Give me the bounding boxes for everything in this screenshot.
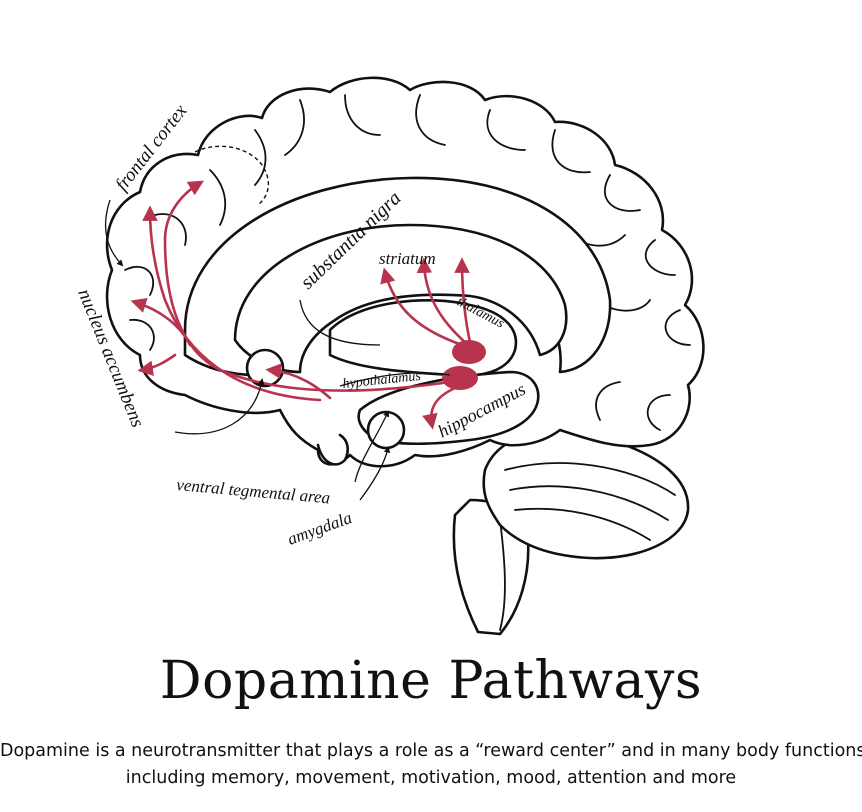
pointer-nucleus-accumbens bbox=[174, 378, 265, 435]
description: Dopamine is a neurotransmitter that play… bbox=[0, 738, 862, 792]
substantia-nigra-blob bbox=[452, 340, 486, 364]
pathway-frontal-4 bbox=[137, 353, 177, 377]
pointer-ventral-tegmental bbox=[354, 410, 390, 483]
label-ventral-tegmental-area: ventral tegmental area bbox=[176, 475, 331, 507]
label-striatum: striatum bbox=[379, 249, 436, 268]
description-line-1: Dopamine is a neurotransmitter that play… bbox=[0, 741, 862, 761]
pathway-frontal-1 bbox=[163, 180, 452, 392]
pathway-accumbens bbox=[265, 363, 332, 400]
pointer-frontal-cortex bbox=[104, 199, 124, 267]
pathway-striatum-3 bbox=[454, 257, 472, 344]
pathway-striatum-2 bbox=[416, 257, 468, 345]
pointer-hypothalamus bbox=[339, 372, 451, 387]
pointer-amygdala bbox=[359, 446, 391, 501]
pathway-hippocampus bbox=[422, 386, 457, 430]
page-title: Dopamine Pathways bbox=[159, 651, 703, 711]
description-line-2: including memory, movement, motivation, … bbox=[125, 768, 737, 788]
pathway-frontal-3 bbox=[130, 297, 192, 347]
pathway-striatum-1 bbox=[380, 267, 464, 347]
label-amygdala: amygdala bbox=[285, 508, 355, 549]
pointer-substantia-nigra bbox=[299, 299, 381, 346]
ventral-tegmental-blob bbox=[442, 366, 478, 390]
